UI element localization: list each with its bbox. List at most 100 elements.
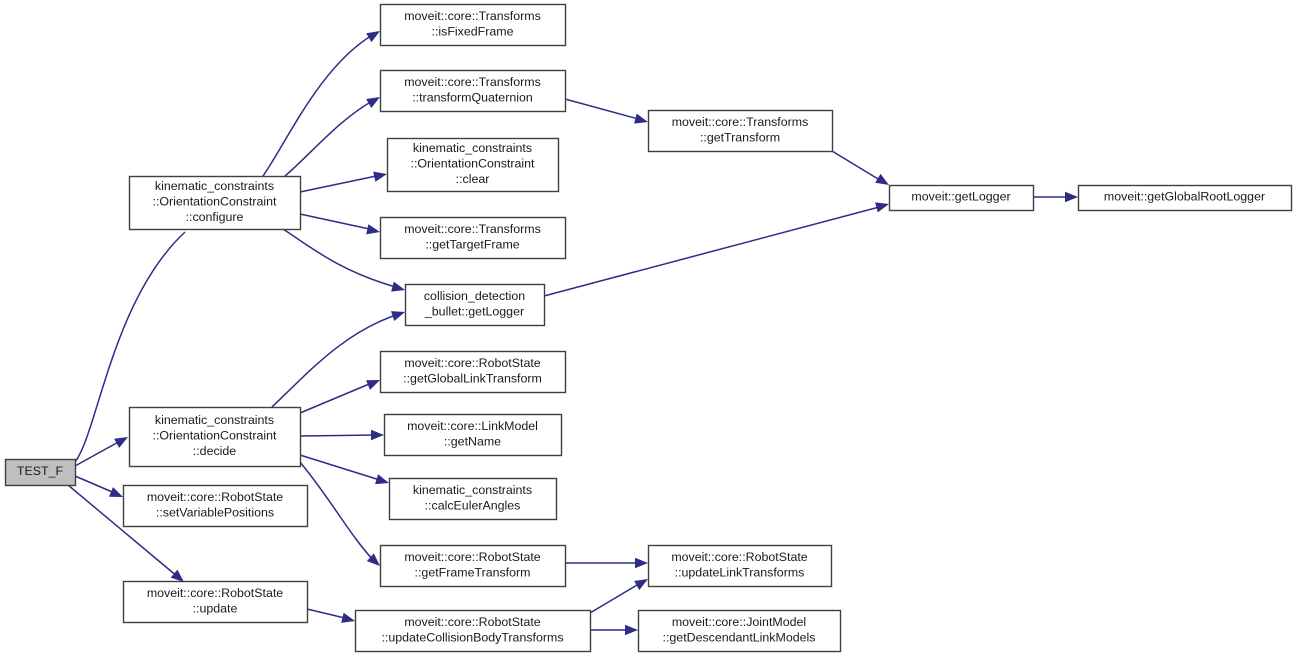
node-box[interactable] (4, 458, 77, 487)
arrowhead-icon (109, 487, 123, 497)
call-edge-test_f-to-orientation_decide (74, 437, 128, 467)
arrowhead-icon (875, 173, 889, 185)
call-edge-orientation_decide-to-calc_euler_angles (299, 454, 389, 485)
arrowhead-icon (373, 171, 387, 182)
call-graph-node-get_descendant_link_models[interactable]: moveit::core::JointModel::getDescendantL… (637, 609, 842, 653)
arrowhead-icon (366, 31, 380, 43)
edge-line (543, 205, 884, 297)
call-graph-node-update_link_transforms[interactable]: moveit::core::RobotState::updateLinkTran… (647, 544, 833, 588)
node-box[interactable] (637, 609, 842, 653)
call-graph-node-get_global_link_transform[interactable]: moveit::core::RobotState::getGlobalLinkT… (379, 350, 567, 394)
call-edge-transform_quaternion-to-get_transform (564, 98, 648, 124)
node-box[interactable] (128, 406, 302, 468)
call-edge-orientation_configure-to-get_target_frame (299, 213, 380, 235)
node-box[interactable] (122, 484, 309, 528)
node-label: moveit::core::RobotState::update (147, 586, 283, 616)
node-label: moveit::core::RobotState::getFrameTransf… (404, 550, 540, 580)
node-box[interactable] (888, 184, 1035, 212)
call-graph-node-set_variable_positions[interactable]: moveit::core::RobotState::setVariablePos… (122, 484, 309, 528)
call-graph-node-transform_quaternion[interactable]: moveit::core::Transforms::transformQuate… (379, 69, 567, 113)
edge-line (299, 213, 375, 231)
node-box[interactable] (404, 283, 546, 327)
edge-line (299, 381, 375, 414)
node-label: moveit::core::RobotState::updateLinkTran… (671, 550, 807, 580)
node-box[interactable] (379, 350, 567, 394)
node-label: moveit::core::Transforms::isFixedFrame (404, 9, 541, 39)
edge-line (299, 461, 375, 562)
node-box[interactable] (128, 175, 302, 231)
arrowhead-icon (875, 202, 889, 213)
node-box[interactable] (383, 413, 563, 457)
call-edge-orientation_configure-to-transform_quaternion (284, 97, 380, 177)
edge-line (74, 231, 186, 463)
node-label: moveit::core::LinkModel::getName (407, 419, 538, 449)
call-graph-node-test_f[interactable]: TEST_F (4, 458, 77, 487)
arrowhead-icon (366, 553, 380, 566)
node-box[interactable] (354, 609, 592, 653)
call-graph-node-robotstate_update[interactable]: moveit::core::RobotState::update (122, 580, 309, 624)
node-box[interactable] (388, 477, 558, 521)
call-graph-node-is_fixed_frame[interactable]: moveit::core::Transforms::isFixedFrame (379, 3, 567, 47)
call-graph-node-orientation_decide[interactable]: kinematic_constraints::OrientationConstr… (128, 406, 302, 468)
node-box[interactable] (386, 137, 560, 193)
edge-line (284, 99, 375, 177)
arrowhead-icon (366, 224, 380, 235)
node-box[interactable] (379, 544, 567, 588)
call-graph-node-moveit_get_global_root_logger[interactable]: moveit::getGlobalRootLogger (1077, 184, 1293, 212)
node-box[interactable] (1077, 184, 1293, 212)
node-label: moveit::core::Transforms::getTargetFrame (404, 222, 541, 252)
arrowhead-icon (634, 113, 648, 124)
call-edge-update_collision_body_transforms-to-update_link_transforms (589, 579, 648, 614)
arrowhead-icon (625, 624, 638, 636)
call-graph-node-bullet_get_logger[interactable]: collision_detection_bullet::getLogger (404, 283, 546, 327)
node-label: moveit::core::RobotState::setVariablePos… (147, 490, 283, 520)
call-edge-orientation_decide-to-link_model_get_name (299, 429, 384, 441)
edge-line (299, 454, 384, 482)
call-graph-node-moveit_get_logger[interactable]: moveit::getLogger (888, 184, 1035, 212)
arrowhead-icon (366, 380, 380, 390)
edges-layer (67, 31, 1078, 636)
call-graph-node-orientation_clear[interactable]: kinematic_constraints::OrientationConstr… (386, 137, 560, 193)
node-box[interactable] (647, 109, 834, 153)
edge-line (299, 174, 382, 193)
node-label: moveit::getGlobalRootLogger (1104, 190, 1265, 204)
edge-line (589, 581, 643, 614)
node-label: moveit::core::RobotState::getGlobalLinkT… (403, 356, 542, 386)
node-box[interactable] (122, 580, 309, 624)
call-edge-robotstate_update-to-update_collision_body_transforms (306, 608, 355, 623)
call-edge-get_frame_transform-to-update_link_transforms (565, 557, 648, 569)
node-box[interactable] (379, 3, 567, 47)
node-label: collision_detection_bullet::getLogger (424, 289, 525, 319)
node-label: kinematic_constraints::OrientationConstr… (411, 141, 536, 186)
node-label: moveit::core::Transforms::getTransform (672, 115, 809, 145)
call-graph-node-get_target_frame[interactable]: moveit::core::Transforms::getTargetFrame (379, 216, 567, 260)
call-edge-bullet_get_logger-to-moveit_get_logger (543, 202, 889, 297)
node-label: kinematic_constraints::OrientationConstr… (153, 179, 278, 224)
call-graph-node-get_frame_transform[interactable]: moveit::core::RobotState::getFrameTransf… (379, 544, 567, 588)
arrowhead-icon (391, 311, 405, 321)
call-edge-orientation_decide-to-get_global_link_transform (299, 380, 380, 414)
call-graph-node-link_model_get_name[interactable]: moveit::core::LinkModel::getName (383, 413, 563, 457)
edge-line (271, 313, 400, 408)
call-edge-orientation_configure-to-bullet_get_logger (282, 228, 405, 292)
node-box[interactable] (379, 216, 567, 260)
arrowhead-icon (391, 281, 405, 292)
call-graph-node-calc_euler_angles[interactable]: kinematic_constraints::calcEulerAngles (388, 477, 558, 521)
call-edge-moveit_get_logger-to-moveit_get_global_root_logger (1033, 191, 1078, 203)
node-label: moveit::core::Transforms::transformQuate… (404, 75, 541, 105)
call-graph-node-get_transform[interactable]: moveit::core::Transforms::getTransform (647, 109, 834, 153)
call-graph-node-update_collision_body_transforms[interactable]: moveit::core::RobotState::updateCollisio… (354, 609, 592, 653)
node-box[interactable] (379, 69, 567, 113)
call-edge-orientation_decide-to-get_frame_transform (299, 461, 380, 566)
arrowhead-icon (634, 579, 648, 591)
call-graph-node-orientation_configure[interactable]: kinematic_constraints::OrientationConstr… (128, 175, 302, 231)
arrowhead-icon (635, 557, 648, 569)
edge-line (306, 608, 350, 620)
edge-line (299, 434, 379, 437)
node-box[interactable] (647, 544, 833, 588)
arrowhead-icon (375, 474, 389, 485)
call-edge-get_transform-to-moveit_get_logger (831, 150, 889, 185)
call-edge-test_f-to-set_variable_positions (74, 475, 123, 497)
